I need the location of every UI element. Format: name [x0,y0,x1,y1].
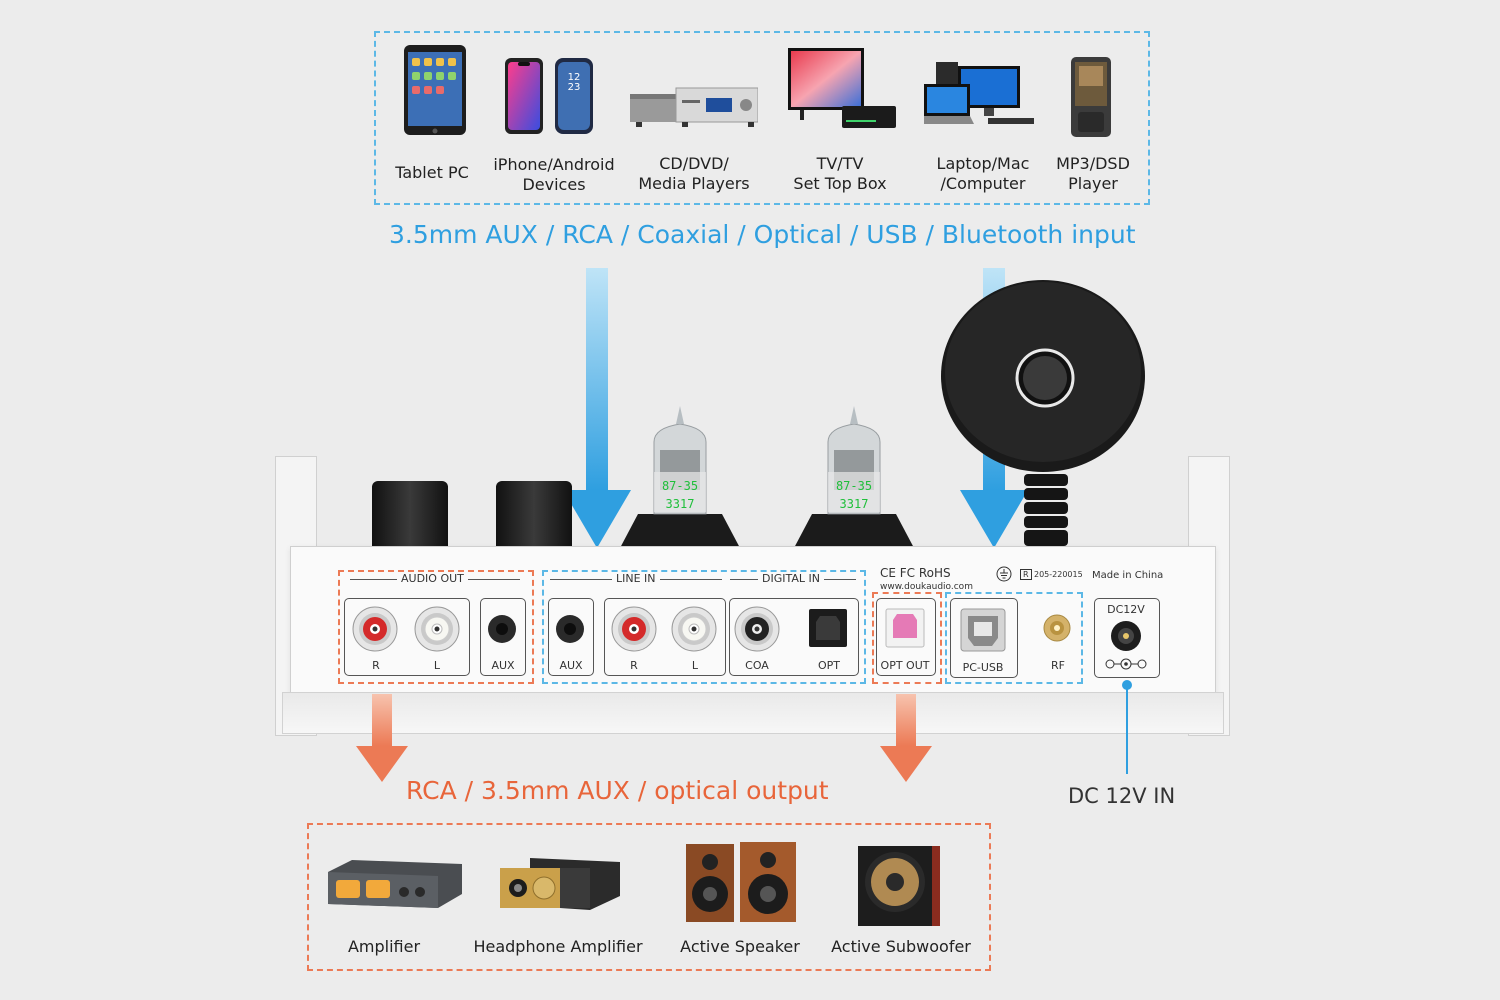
computer-icon [924,62,1034,124]
dc12v-label: DC12V [1107,603,1145,616]
line-in-rca-l-jack[interactable] [671,606,717,652]
usb-b-port[interactable] [960,608,1006,652]
line-digital-in-group [542,570,866,684]
line-in-aux-jack[interactable] [555,614,585,644]
headphone-amplifier-icon [500,858,620,910]
input-arrow-left [563,268,631,548]
vacuum-tube-2: 87-35 3317 [794,406,914,548]
output-arrow-left [356,694,408,782]
speaker-icon [686,842,796,922]
input-device-label-tablet: Tablet PC [395,163,469,182]
svg-text:23: 23 [568,82,581,93]
output-arrow-right [880,694,932,782]
audio-out-rca-r-jack[interactable] [352,606,398,652]
subwoofer-icon [858,846,940,926]
pc-usb-label: PC-USB [962,661,1004,674]
serial-number: 205-220015 [1034,570,1083,579]
opt-out-label: OPT OUT [880,659,930,672]
volume-knob[interactable] [372,481,448,547]
coa-label: COA [745,659,769,672]
rf-label: RF [1051,659,1065,672]
output-headline: RCA / 3.5mm AUX / optical output [406,776,829,805]
input-device-label-media: CD/DVD/ Media Players [638,154,750,193]
opt-out-group [872,592,942,684]
coaxial-jack[interactable] [734,606,780,652]
tube-code-2b: 3317 [840,497,869,511]
audio-out-title: AUDIO OUT [397,572,468,585]
tube-code-1b: 3317 [666,497,695,511]
dc-pointer-line [1122,680,1132,774]
svg-text:12: 12 [568,72,581,83]
mp3-player-icon [1071,57,1111,137]
opt-label: OPT [817,659,840,672]
amplifier-icon [328,860,462,908]
made-in-label: Made in China [1092,570,1164,581]
input-devices-box [374,31,1150,205]
media-player-icon [630,87,758,127]
usb-rf-group [945,592,1083,684]
dc-input-label: DC 12V IN [1068,784,1176,808]
output-device-label-headphone-amp: Headphone Amplifier [473,937,643,956]
optical-in-port[interactable] [808,608,848,648]
line-in-rca-r-jack[interactable] [611,606,657,652]
r-mark: R [1020,569,1032,580]
tube-code-1a: 87-35 [662,479,698,493]
input-device-label-computer: Laptop/Mac /Computer [936,154,1030,193]
input-device-label-tv: TV/TV Set Top Box [793,154,887,193]
ground-icon [996,566,1012,582]
output-device-label-subwoofer: Active Subwoofer [831,937,971,956]
input-headline: 3.5mm AUX / RCA / Coaxial / Optical / US… [389,220,1136,249]
input-device-label-mp3: MP3/DSD Player [1056,154,1130,193]
audio-out-aux-label: AUX [491,659,515,672]
line-in-title: LINE IN [612,572,660,585]
certification-marks: CE FC RoHS [880,566,951,580]
tv-icon [788,48,896,128]
audio-out-rca-l-jack[interactable] [414,606,460,652]
line-in-r-label: R [630,659,638,672]
audio-out-l-label: L [433,659,441,672]
vacuum-tube-1: 87-35 3317 [620,406,740,548]
audio-out-r-label: R [372,659,380,672]
tablet-icon [404,45,466,135]
output-device-label-amplifier: Amplifier [347,937,421,956]
tube-code-2a: 87-35 [836,479,872,493]
audio-out-aux-jack[interactable] [487,614,517,644]
dc-power-jack[interactable] [1110,620,1142,652]
line-in-aux-label: AUX [559,659,583,672]
audio-out-group [338,570,534,684]
optical-out-port[interactable] [885,608,925,648]
output-devices-box [307,823,991,971]
input-device-label-phone: iPhone/Android Devices [493,155,615,194]
dc-polarity-icon [1105,658,1147,670]
rear-panel-lower-lip [282,692,1224,734]
input-select-knob[interactable] [496,481,572,547]
output-device-label-speaker: Active Speaker [680,937,800,956]
digital-in-title: DIGITAL IN [758,572,824,585]
line-in-l-label: L [691,659,699,672]
website-text: www.doukaudio.com [880,582,973,592]
bluetooth-receiver [941,280,1145,546]
smartphone-icon: 12 23 [505,58,593,134]
rf-antenna-port[interactable] [1043,614,1071,642]
